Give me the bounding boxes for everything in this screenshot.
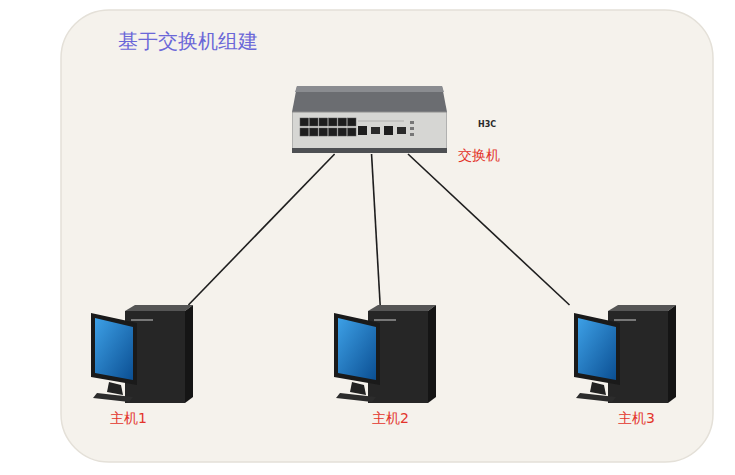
switch-icon [292, 82, 447, 154]
computer-icon [85, 305, 195, 405]
panel-rect [61, 10, 713, 462]
computer-icon [568, 305, 678, 405]
node-label: 主机1 [110, 409, 147, 427]
host-node: 主机3 [568, 305, 678, 405]
host-node: 主机1 [85, 305, 195, 405]
brand-logo: H3C [478, 120, 496, 130]
node-label: 交换机 [458, 146, 500, 164]
diagram-title: 基于交换机组建 [118, 28, 258, 54]
host-node: 主机2 [328, 305, 438, 405]
node-label: 主机2 [372, 409, 409, 427]
network-cable [188, 154, 334, 305]
computer-icon [328, 305, 438, 405]
node-label: 主机3 [618, 409, 655, 427]
switch-node: 交换机 [292, 82, 447, 154]
network-cable [408, 154, 570, 305]
network-cable [372, 154, 381, 305]
